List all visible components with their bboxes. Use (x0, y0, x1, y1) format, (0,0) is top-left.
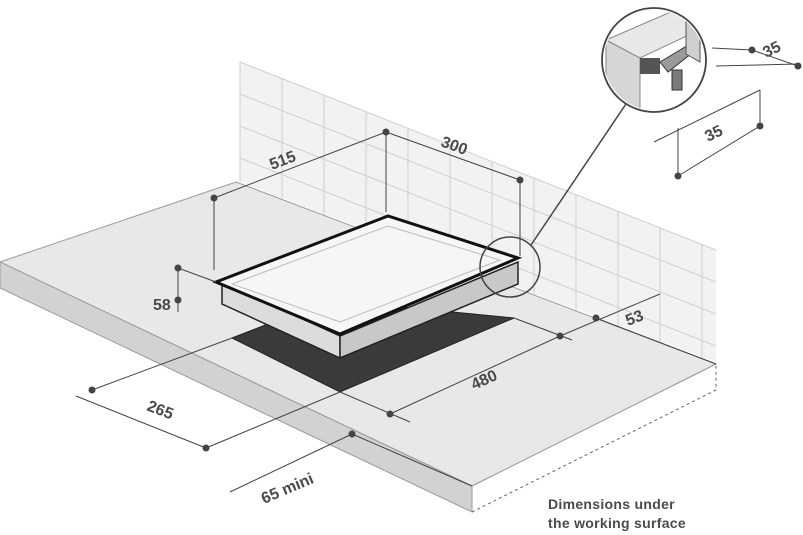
dimension-label-height: 58 (153, 297, 171, 314)
note-line-1: Dimensions under (548, 496, 675, 512)
note-dimensions-under-surface: Dimensions under the working surface (548, 495, 798, 533)
hob (211, 214, 523, 360)
dimension-label-detail-top: 35 (760, 38, 784, 61)
dimension-label-detail-side: 35 (702, 122, 726, 145)
dimension-lines (75, 128, 717, 493)
dimension-label-min-clearance: 65 mini (259, 470, 316, 507)
detail-leader-line (530, 91, 635, 246)
detail-dimension-lines (653, 46, 802, 180)
dimension-label-front-distance: 265 (145, 398, 176, 423)
note-line-2: the working surface (548, 515, 686, 531)
detail-magnified-view (601, 7, 707, 113)
detail-marker-circle (479, 236, 541, 298)
dimension-label-side-distance: 53 (623, 307, 646, 329)
